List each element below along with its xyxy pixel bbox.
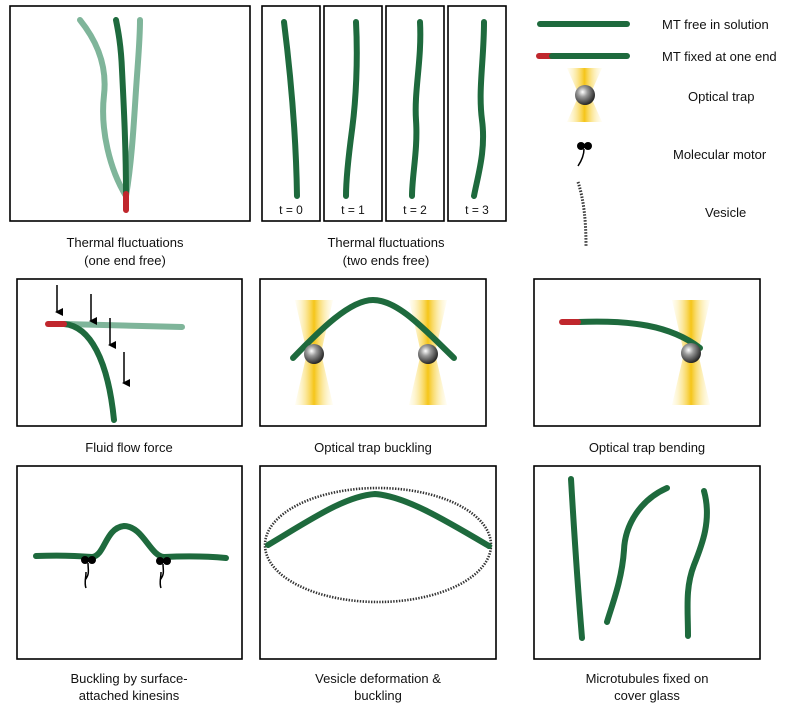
caption-line-1: Optical trap buckling [314,440,432,455]
time-label-2: t = 2 [403,203,427,217]
bead-left [304,344,324,364]
caption-line-2: attached kinesins [79,688,180,703]
panel-fixed-glass: Microtubules fixed on cover glass [534,466,760,703]
legend-molecular-motor-icon [577,142,592,166]
legend-vesicle-icon [578,182,586,246]
panel-vesicle: Vesicle deformation & buckling [260,466,496,703]
panel-surface-kinesin: Buckling by surface- attached kinesins [17,466,242,703]
bead-right [418,344,438,364]
legend-vesicle-label: Vesicle [705,205,746,220]
legend-bead-icon [575,85,595,105]
legend: MT free in solution MT fixed at one end … [539,17,777,246]
caption-line-2: (two ends free) [343,253,430,268]
panel-frame [17,279,242,426]
caption-line-2: (one end free) [84,253,166,268]
caption-line-1: Thermal fluctuations [327,235,445,250]
panel-thermal-one-end: Thermal fluctuations (one end free) [10,6,250,268]
time-label-1: t = 1 [341,203,365,217]
panel-frame [17,466,242,659]
time-label-3: t = 3 [465,203,489,217]
caption-line-1: Microtubules fixed on [586,671,709,686]
legend-mt-free-label: MT free in solution [662,17,769,32]
caption-line-2: buckling [354,688,402,703]
caption-line-1: Vesicle deformation & [315,671,441,686]
caption-line-1: Buckling by surface- [70,671,187,686]
legend-optical-trap-label: Optical trap [688,89,754,104]
time-label-0: t = 0 [279,203,303,217]
panel-trap-buckling: Optical trap buckling [260,279,486,455]
caption-line-1: Fluid flow force [85,440,172,455]
panel-frame [534,466,760,659]
panel-fluid-flow: Fluid flow force [17,279,242,455]
caption-line-1: Optical trap bending [589,440,705,455]
panel-frame [534,279,760,426]
legend-molecular-motor-label: Molecular motor [673,147,767,162]
panel-trap-bending: Optical trap bending [534,279,760,455]
legend-mt-fixed-label: MT fixed at one end [662,49,777,64]
caption-line-1: Thermal fluctuations [66,235,184,250]
bead [681,343,701,363]
panel-thermal-two-ends: t = 0 t = 1 t = 2 t = 3 Thermal fluctuat… [262,6,506,268]
caption-line-2: cover glass [614,688,680,703]
mt-initial-position [64,324,182,327]
